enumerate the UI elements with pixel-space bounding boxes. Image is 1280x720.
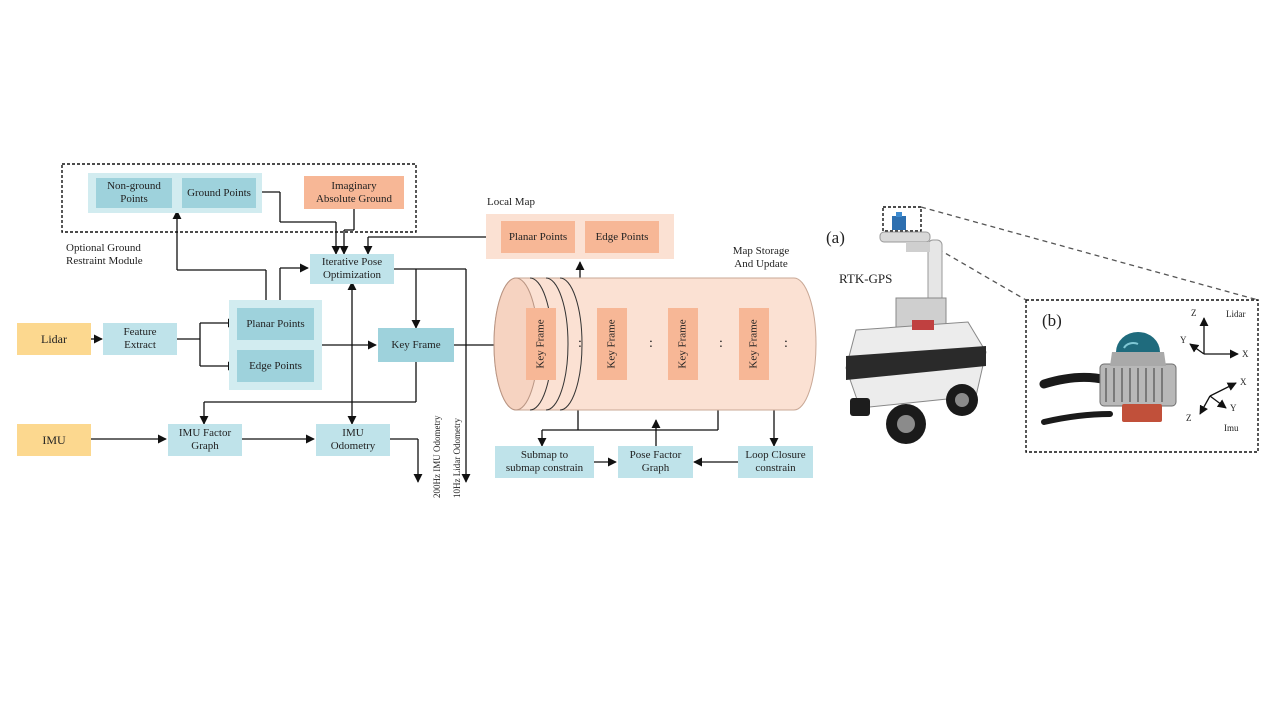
local-map-planar-box: Planar Points bbox=[501, 221, 575, 253]
lidar-axis-y: Y bbox=[1180, 335, 1187, 345]
imaginary-ground-box: Imaginary Absolute Ground bbox=[304, 176, 404, 209]
submap-constrain-label: Submap to submap constrain bbox=[505, 449, 584, 474]
ground-module-caption: Optional Ground Restraint Module bbox=[66, 242, 143, 267]
local-map-edge-box: Edge Points bbox=[585, 221, 659, 253]
photo-a-tag: (a) bbox=[826, 228, 845, 247]
imaginary-ground-label: Imaginary Absolute Ground bbox=[315, 179, 393, 205]
imu-factor-graph-label: IMU Factor Graph bbox=[178, 427, 232, 452]
photo-b-tag: (b) bbox=[1042, 311, 1062, 330]
ground-points-box: Ground Points bbox=[182, 178, 256, 208]
key-frame-2: Key Frame bbox=[597, 308, 627, 380]
edge-points-label: Edge Points bbox=[249, 359, 302, 372]
lidar-axis-z: Z bbox=[1191, 308, 1197, 318]
local-map-edge-label: Edge Points bbox=[595, 230, 649, 243]
imu-axis-x: X bbox=[1240, 377, 1247, 387]
feature-extract-label: Feature Extract bbox=[123, 326, 157, 351]
iterative-pose-box: Iterative Pose Optimization bbox=[310, 254, 394, 284]
ellipsis-3: : bbox=[719, 336, 723, 351]
key-frame-1: Key Frame bbox=[526, 308, 556, 380]
imu-input-label: IMU bbox=[42, 432, 66, 447]
sensor-lidar-label: Lidar bbox=[1226, 309, 1246, 319]
key-frame-3: Key Frame bbox=[668, 308, 698, 380]
ellipsis-2: : bbox=[649, 336, 653, 351]
loop-closure-label: Loop Closure constrain bbox=[745, 449, 806, 474]
local-map-planar-label: Planar Points bbox=[508, 230, 568, 243]
lidar-input: Lidar bbox=[17, 323, 91, 355]
edge-points-box: Edge Points bbox=[237, 350, 314, 382]
imu-odometry-label: IMU Odometry bbox=[330, 427, 376, 452]
planar-points-label: Planar Points bbox=[246, 317, 305, 330]
non-ground-points-box: Non-ground Points bbox=[96, 178, 172, 208]
planar-points-box: Planar Points bbox=[237, 308, 314, 340]
map-storage-title: Map Storage And Update bbox=[732, 245, 790, 270]
ellipsis-4: : bbox=[784, 336, 788, 351]
imu-odometry-box: IMU Odometry bbox=[316, 424, 390, 456]
non-ground-points-label: Non-ground Points bbox=[107, 180, 161, 205]
submap-constrain-box: Submap to submap constrain bbox=[495, 446, 594, 478]
key-frame-4: Key Frame bbox=[739, 308, 769, 380]
key-frame-label: Key Frame bbox=[391, 338, 441, 351]
odom-10hz-label: 10Hz Lidar Odometry bbox=[452, 418, 462, 498]
key-frame-box: Key Frame bbox=[378, 328, 454, 362]
imu-axis-y: Y bbox=[1230, 403, 1237, 413]
odom-200hz-label: 200Hz IMU Odometry bbox=[432, 415, 442, 499]
local-map-title: Local Map bbox=[487, 196, 535, 208]
rtk-gps-label: RTK-GPS bbox=[839, 271, 893, 286]
pose-factor-graph-box: Pose Factor Graph bbox=[618, 446, 693, 478]
iterative-pose-label: Iterative Pose Optimization bbox=[321, 256, 383, 281]
lidar-input-label: Lidar bbox=[41, 331, 67, 346]
imu-factor-graph-box: IMU Factor Graph bbox=[168, 424, 242, 456]
lidar-axis-x: X bbox=[1242, 349, 1249, 359]
loop-closure-box: Loop Closure constrain bbox=[738, 446, 813, 478]
sensor-imu-label: Imu bbox=[1224, 423, 1239, 433]
pose-factor-graph-label: Pose Factor Graph bbox=[629, 449, 682, 474]
ground-points-label: Ground Points bbox=[187, 186, 251, 199]
imu-axis-z: Z bbox=[1186, 413, 1192, 423]
ellipsis-1: : bbox=[578, 336, 582, 351]
imu-input: IMU bbox=[17, 424, 91, 456]
feature-extract-box: Feature Extract bbox=[103, 323, 177, 355]
